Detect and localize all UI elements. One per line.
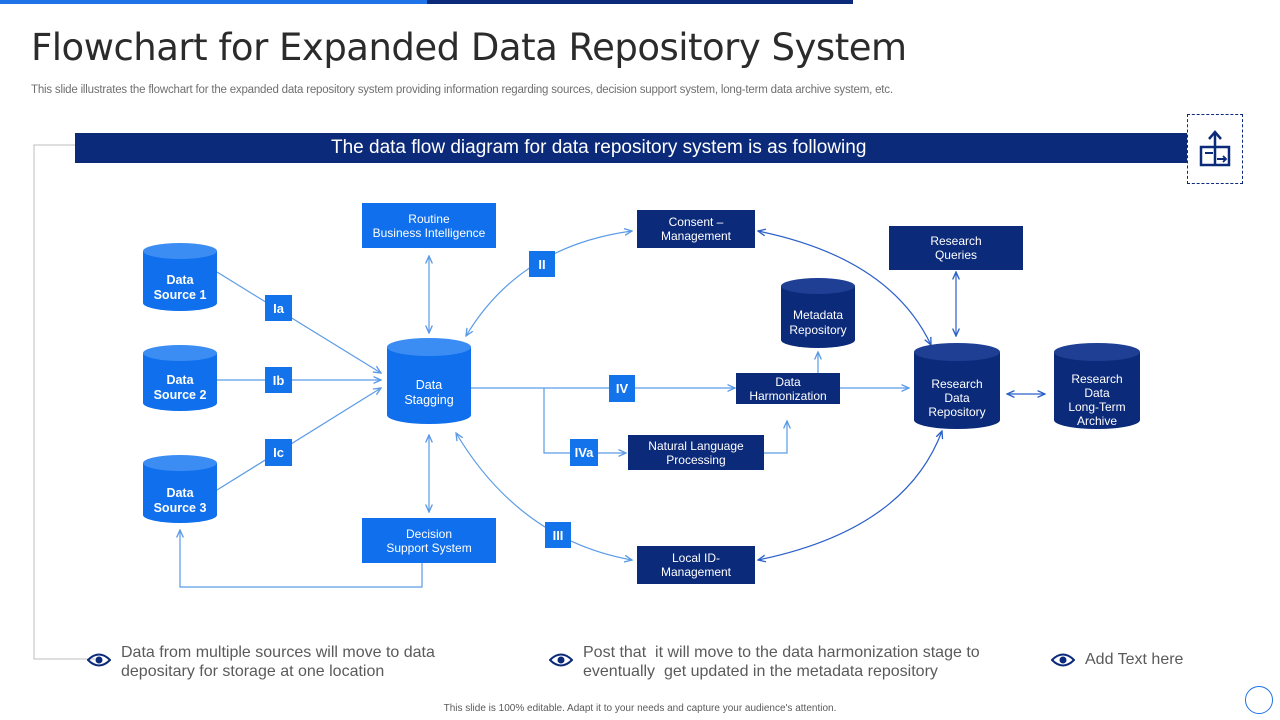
diagram-banner: The data flow diagram for data repositor… xyxy=(75,133,1187,163)
arrow-dss-source3 xyxy=(180,530,423,588)
tag-iii: III xyxy=(545,522,571,548)
footer-note: This slide is 100% editable. Adapt it to… xyxy=(443,703,837,714)
banner-text: The data flow diagram for data repositor… xyxy=(331,137,867,158)
tag-ii: II xyxy=(529,251,555,277)
tag-iv: IV xyxy=(609,375,635,402)
data-source-3-cylinder xyxy=(143,455,217,523)
data-source-2-cylinder xyxy=(143,345,217,411)
arrow-source1-staging xyxy=(216,271,381,373)
research-archive-cylinder xyxy=(1054,343,1140,429)
eye-icon xyxy=(87,653,111,667)
arrow-source3-staging xyxy=(216,388,381,491)
page-subtitle: This slide illustrates the flowchart for… xyxy=(31,84,893,96)
bullet-2-text: Post that it will move to the data harmo… xyxy=(583,644,980,680)
eye-icon xyxy=(1051,653,1075,667)
flowchart-icon xyxy=(1199,130,1231,167)
data-source-1-cylinder xyxy=(143,243,217,311)
research-data-repository-cylinder xyxy=(914,343,1000,429)
metadata-repository-cylinder xyxy=(781,278,855,348)
bullet-3: Add Text here xyxy=(1051,650,1183,669)
bullet-2: Post that it will move to the data harmo… xyxy=(549,643,980,681)
tag-ic: Ic xyxy=(265,439,292,466)
arrow-localid-repo xyxy=(758,431,942,560)
top-accent-bar-light xyxy=(0,0,427,4)
data-staging-cylinder xyxy=(387,338,471,424)
slide-nav-circle[interactable] xyxy=(1245,686,1273,714)
bullet-3-text[interactable]: Add Text here xyxy=(1085,651,1184,668)
tag-ib: Ib xyxy=(265,367,292,393)
top-accent-bar-dark xyxy=(427,0,853,4)
arrow-staging-localid xyxy=(456,433,632,560)
left-bracket-line xyxy=(33,144,95,660)
arrow-consent-repo xyxy=(758,231,931,345)
consent-management-box: Consent –Management xyxy=(637,210,755,248)
arrow-branch-nlp xyxy=(543,388,626,453)
tag-iva: IVa xyxy=(570,439,598,466)
eye-icon xyxy=(549,653,573,667)
tag-ia: Ia xyxy=(265,295,292,321)
bullet-1: Data from multiple sources will move to … xyxy=(87,643,435,681)
arrow-nlp-harmonization xyxy=(764,421,787,454)
page-title: Flowchart for Expanded Data Repository S… xyxy=(31,26,907,69)
local-id-management-box: Local ID-Management xyxy=(637,546,755,584)
flowchart-icon-box xyxy=(1187,114,1243,184)
bullet-1-text: Data from multiple sources will move to … xyxy=(121,644,435,680)
